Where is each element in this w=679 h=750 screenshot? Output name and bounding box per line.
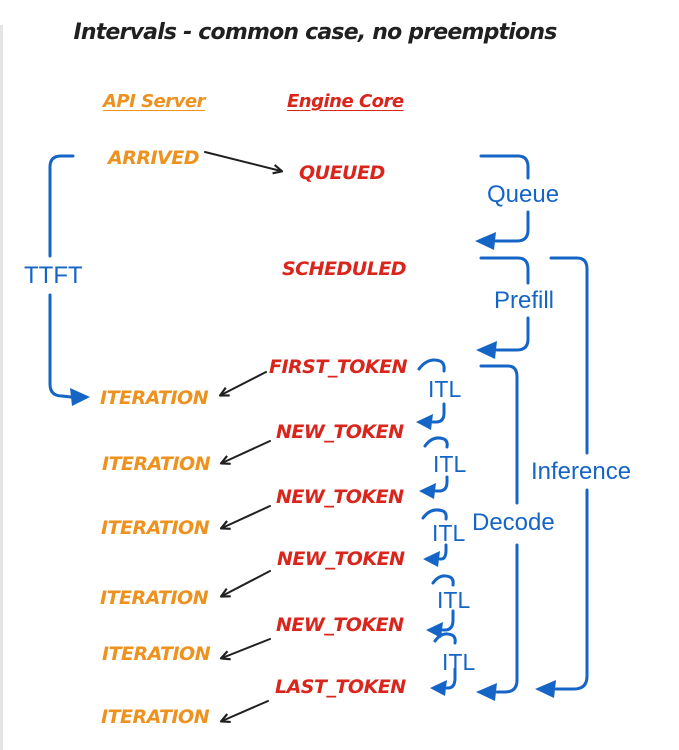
event-iteration-5: ITERATION	[102, 643, 211, 665]
label-prefill: Prefill	[494, 287, 555, 314]
prefill-bracket	[476, 256, 530, 359]
label-itl-5: ITL	[442, 649, 476, 675]
arrow-new-token-1-to-iteration-2	[219, 440, 271, 465]
event-new-token-2: NEW_TOKEN	[276, 486, 404, 508]
event-iteration-1: ITERATION	[100, 387, 209, 409]
event-first-token: FIRST_TOKEN	[269, 356, 408, 378]
arrow-last-token-to-iteration-6	[219, 700, 269, 724]
arrow-arrived-to-queued	[204, 151, 284, 175]
event-new-token-3: NEW_TOKEN	[277, 548, 405, 570]
event-arrived: ARRIVED	[108, 147, 200, 169]
label-itl-3: ITL	[432, 520, 466, 546]
ttft-bracket	[48, 154, 90, 406]
arrow-first-token-to-iteration-1	[218, 371, 267, 397]
itl-connector-3	[421, 508, 448, 567]
queue-bracket	[475, 154, 530, 250]
arrow-new-token-2-to-iteration-3	[219, 505, 271, 530]
diagram-title: Intervals - common case, no preemptions	[73, 20, 557, 45]
event-last-token: LAST_TOKEN	[275, 676, 406, 698]
event-iteration-2: ITERATION	[102, 453, 211, 475]
event-new-token-4: NEW_TOKEN	[276, 614, 404, 636]
arrow-new-token-4-to-iteration-5	[219, 638, 271, 661]
label-decode: Decode	[472, 509, 555, 536]
event-new-token-1: NEW_TOKEN	[276, 421, 404, 443]
inference-bracket	[535, 256, 589, 698]
event-iteration-4: ITERATION	[100, 587, 209, 609]
label-itl-2: ITL	[433, 451, 467, 477]
label-queue: Queue	[487, 181, 560, 208]
decode-bracket	[476, 364, 519, 701]
event-iteration-3: ITERATION	[101, 517, 210, 539]
itl-connector-1	[416, 358, 446, 430]
label-inference: Inference	[531, 458, 632, 485]
itl-connector-4	[426, 574, 455, 638]
label-itl-1: ITL	[428, 376, 462, 402]
event-queued: QUEUED	[299, 162, 385, 184]
itl-connector-2	[419, 436, 449, 499]
page-edge-strip	[0, 25, 3, 750]
label-itl-4: ITL	[437, 587, 471, 613]
arrow-new-token-3-to-iteration-4	[219, 570, 271, 598]
column-header-engine-core: Engine Core	[287, 91, 404, 112]
column-header-api-server: API Server	[103, 91, 205, 112]
label-ttft: TTFT	[24, 262, 83, 289]
itl-connector-5	[430, 632, 457, 696]
event-iteration-6: ITERATION	[101, 706, 210, 728]
event-scheduled: SCHEDULED	[282, 258, 407, 280]
